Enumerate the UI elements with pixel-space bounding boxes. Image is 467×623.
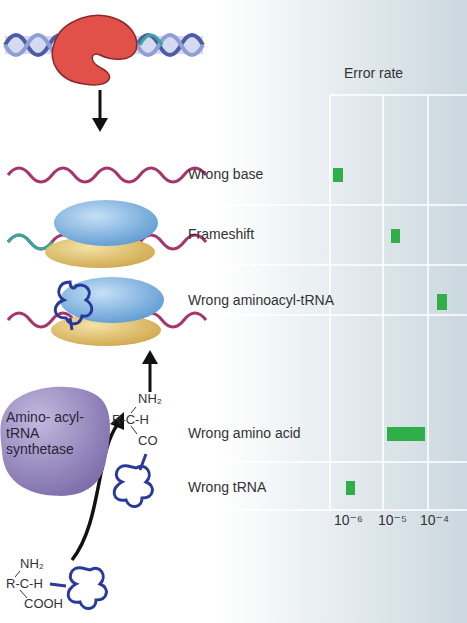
error-bar: [391, 229, 400, 243]
error-bar: [346, 481, 355, 495]
grid-line: [180, 461, 467, 463]
axis-tick-label: 10⁻⁴: [420, 513, 449, 528]
chemical-group: COOH: [24, 597, 63, 611]
row-label: Wrong base: [188, 167, 263, 182]
dna-strand: [140, 35, 162, 45]
mrna: [8, 168, 206, 182]
bond-line: [131, 426, 137, 434]
grid-line: [382, 95, 384, 510]
row-label: Wrong tRNA: [188, 480, 266, 495]
arrow-shaft: [99, 90, 102, 120]
enzyme-blob: Amino- acyl-tRNA synthetase: [0, 383, 110, 497]
grid-line: [427, 95, 429, 510]
trna: [55, 282, 92, 330]
arrow-shaft: [149, 362, 152, 392]
trna: [114, 454, 152, 507]
chart-panel: [215, 0, 467, 623]
axis-tick-label: 10⁻⁶: [334, 513, 363, 528]
grid-line: [180, 509, 467, 511]
grid-line: [180, 314, 467, 316]
enzyme-shape: [0, 387, 110, 496]
arrow-head: [92, 118, 108, 132]
error-bar: [387, 427, 425, 441]
large-subunit: [60, 277, 164, 323]
axis-tick-label: 10⁻⁵: [378, 513, 407, 528]
chemical-group: R-C-H: [6, 577, 43, 591]
grid: [180, 95, 467, 510]
chemical-group: R-C-H: [112, 413, 149, 427]
node-text: Amino- acyl-tRNA synthetase: [6, 409, 90, 457]
chemical-group: NH₂: [20, 557, 44, 571]
rna-polymerase: [52, 15, 136, 84]
row-label: Wrong aminoacyl-tRNA: [188, 293, 334, 308]
chemical-group: CO: [138, 434, 158, 448]
grid-line: [180, 204, 467, 206]
grid-line: [330, 94, 467, 96]
arrow-head: [142, 350, 158, 364]
chemical-group: NH₂: [138, 392, 162, 406]
row-label: Frameshift: [188, 227, 254, 242]
error-bars: [333, 168, 447, 495]
mrna-segment: [8, 235, 52, 249]
error-bar: [333, 168, 343, 182]
large-subunit: [54, 200, 158, 246]
error-bar: [437, 294, 447, 310]
row-label: Wrong amino acid: [188, 426, 301, 441]
grid-line: [180, 264, 467, 266]
column-heading: Error rate: [344, 66, 403, 81]
